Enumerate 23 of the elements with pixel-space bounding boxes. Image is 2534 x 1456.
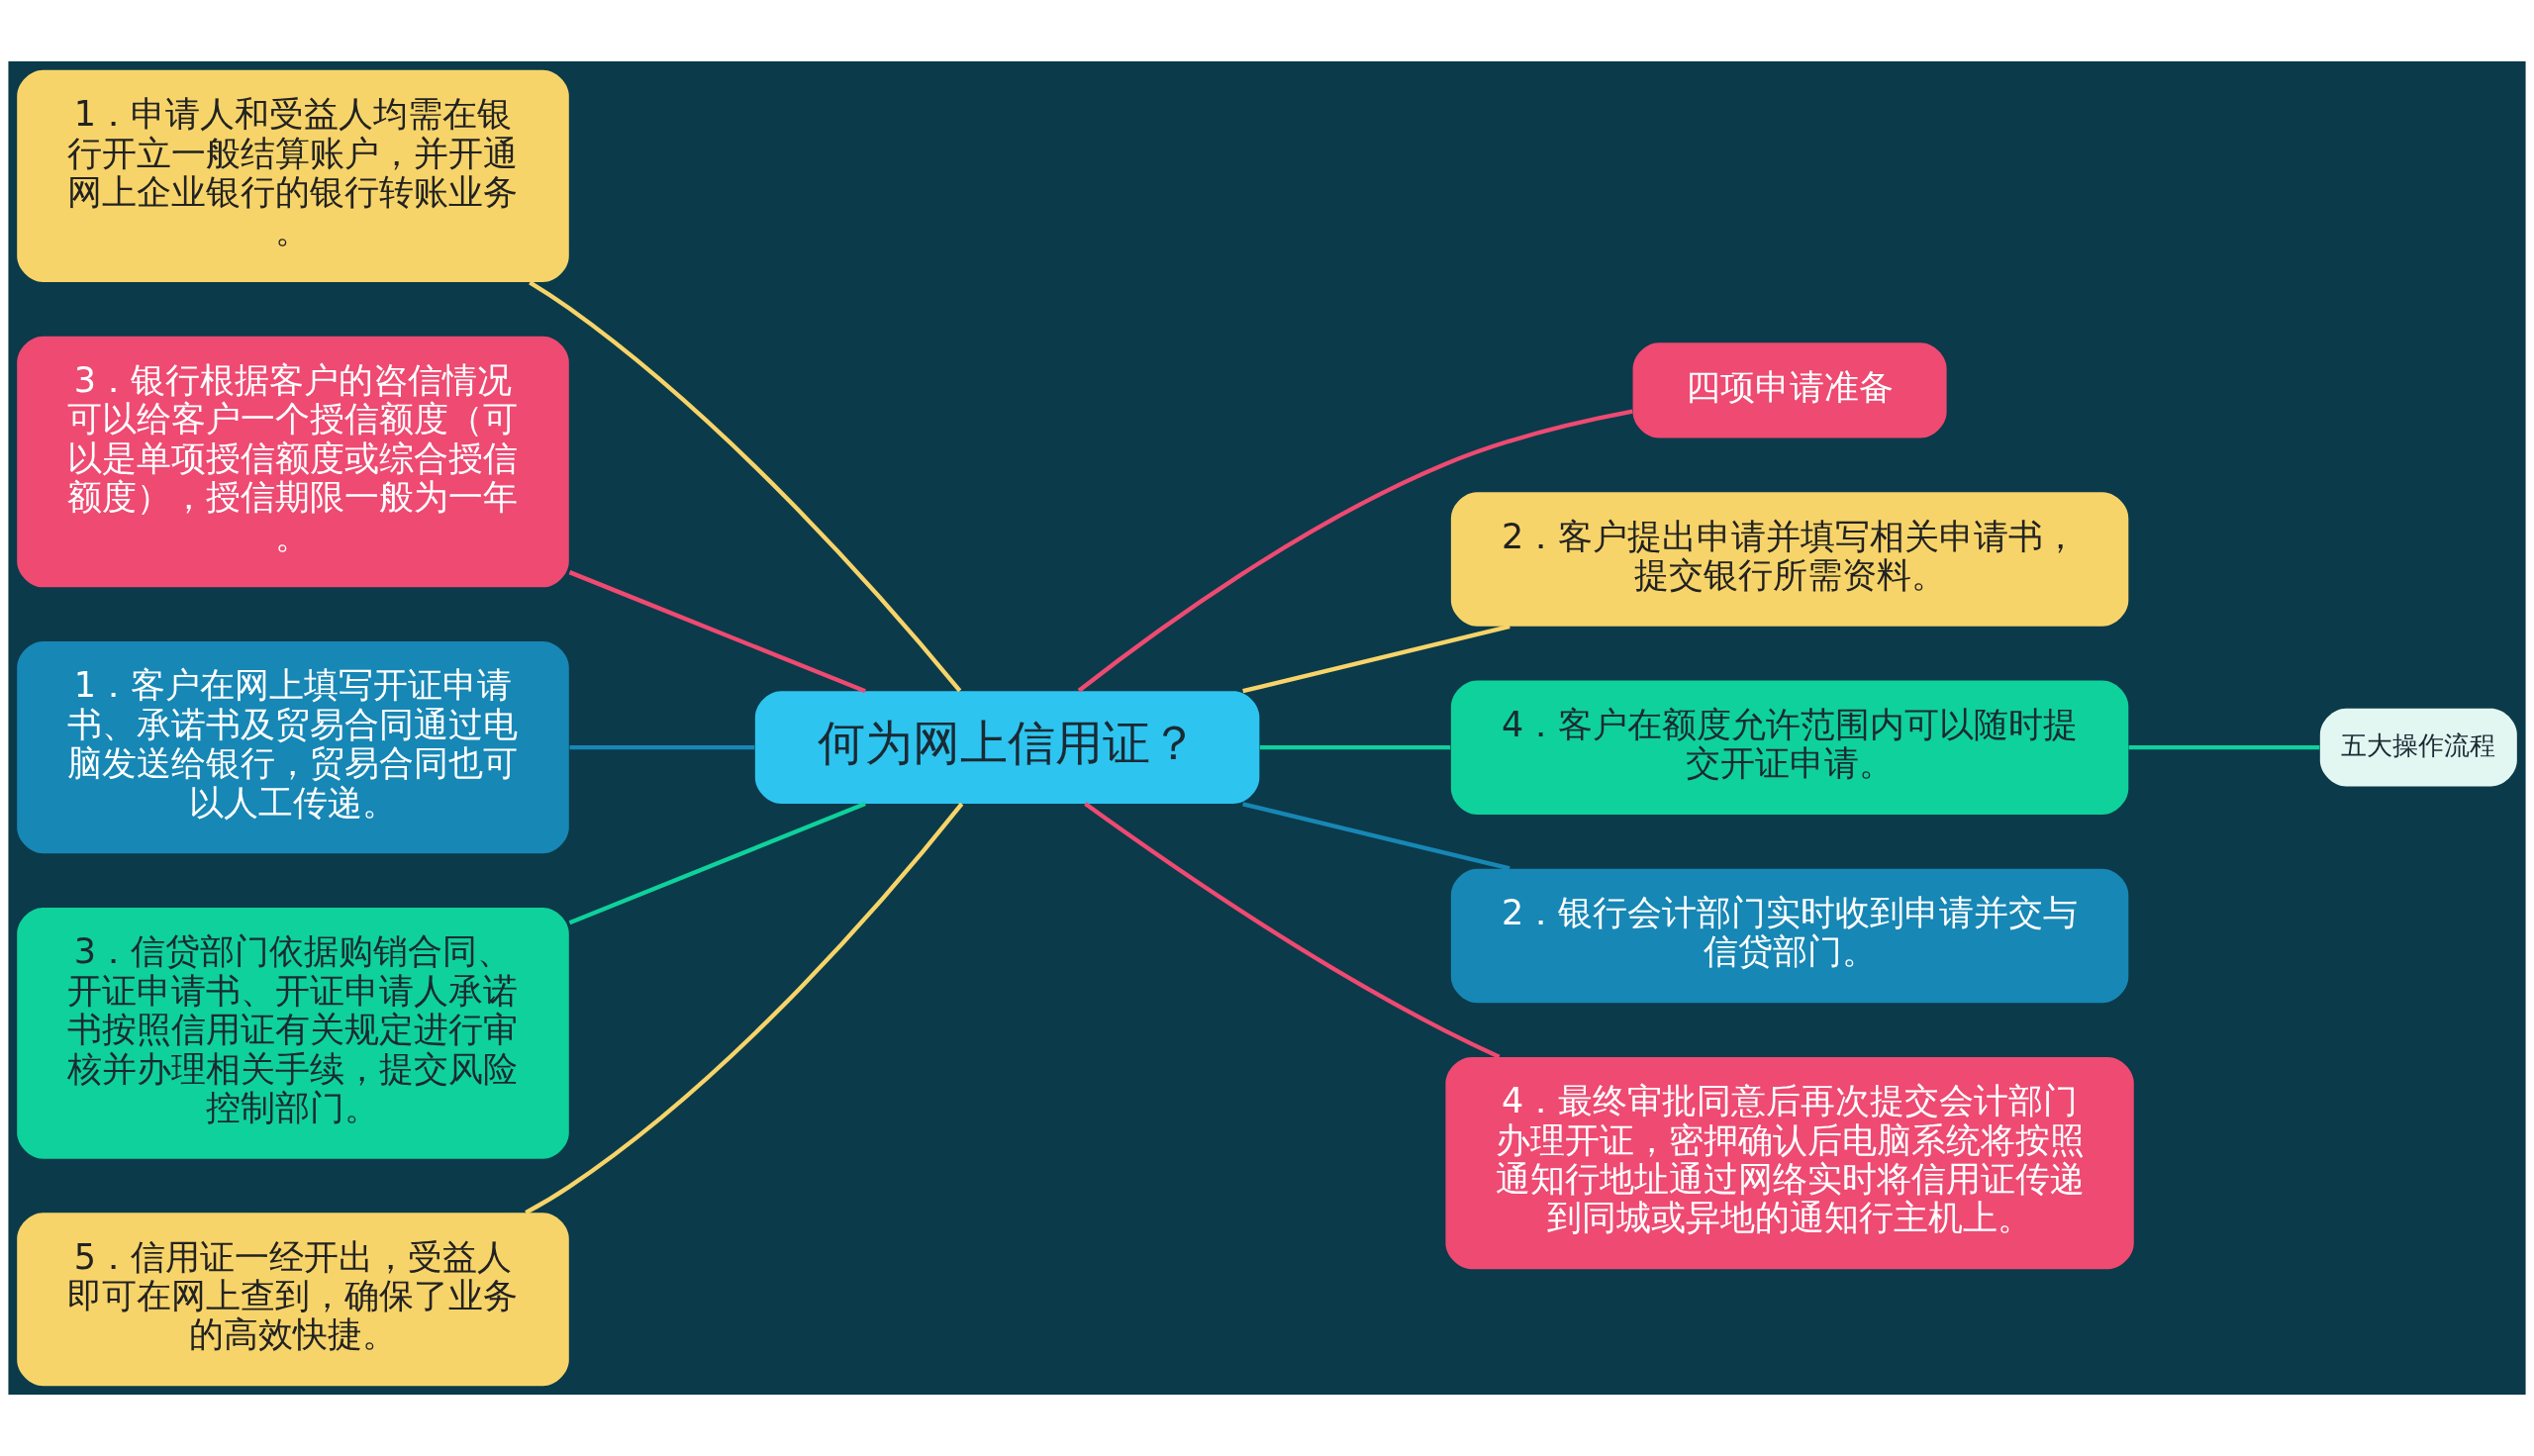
node-box: 何为网上信用证？ bbox=[754, 691, 1260, 805]
connector bbox=[1077, 409, 1633, 693]
connector bbox=[1242, 802, 1511, 871]
node-box: 五大操作流程 bbox=[2319, 708, 2517, 787]
connector bbox=[1084, 802, 1501, 1059]
node-box: 4．最终审批同意后再次提交会计部门办理开证，密押确认后电脑系统将按照通知行地址通过网络实时将信用证传递到同城或异地的通知行主机上。 bbox=[1445, 1056, 2134, 1270]
connector bbox=[568, 802, 866, 925]
connector bbox=[568, 570, 866, 694]
node-box: 3．银行根据客户的咨信情况可以给客户一个授信额度（可以是单项授信额度或综合授信额度），授信期限一般为一年。 bbox=[17, 336, 569, 588]
node-box: 1．申请人和受益人均需在银行开立一般结算账户，并开通网上企业银行的银行转账业务。 bbox=[17, 69, 569, 283]
node-box: 四项申请准备 bbox=[1632, 342, 1947, 438]
connector bbox=[1259, 745, 1451, 750]
connector bbox=[2128, 745, 2320, 750]
connector bbox=[569, 745, 755, 750]
node-box: 3．信贷部门依据购销合同、开证申请书、开证申请人承诺书按照信用证有关规定进行审核并办理相关手续，提交风险控制部门。 bbox=[17, 908, 569, 1159]
connector bbox=[529, 280, 962, 693]
node-box: 4．客户在额度允许范围内可以随时提交开证申请。 bbox=[1450, 680, 2129, 815]
node-box: 2．银行会计部门实时收到申请并交与信贷部门。 bbox=[1450, 868, 2129, 1004]
node-box: 1．客户在网上填写开证申请书、承诺书及贸易合同通过电脑发送给银行，贸易合同也可以人工传递。 bbox=[17, 641, 569, 854]
node-box: 2．客户提出申请并填写相关申请书，提交银行所需资料。 bbox=[1450, 492, 2129, 627]
connector bbox=[525, 802, 964, 1215]
node-box: 5．信用证一经开出，受益人即可在网上查到，确保了业务的高效快捷。 bbox=[17, 1213, 569, 1387]
connector bbox=[1242, 624, 1511, 694]
